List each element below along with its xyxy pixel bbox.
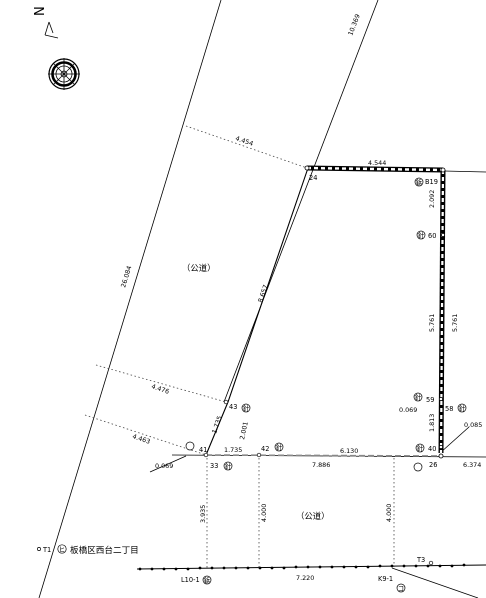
dim-7886: 7.886	[312, 461, 330, 469]
right-edge-stub	[439, 426, 470, 454]
point-33-icon: 針	[225, 461, 232, 470]
dim-10369: 10.369	[346, 13, 361, 37]
upper-road-edge-left	[149, 455, 187, 473]
dim-4000a: 4.000	[260, 504, 268, 522]
point-b19-icon: 鋲	[416, 177, 423, 186]
area-label-code: T1	[42, 546, 51, 554]
dim-4463: 4.463	[131, 432, 151, 446]
point-24-label: 24	[309, 174, 317, 182]
dim-4476: 4.476	[150, 382, 170, 396]
point-24-marker	[304, 165, 310, 171]
point-60-marker	[441, 233, 445, 237]
dim-4454: 4.454	[234, 134, 254, 148]
dim-26084: 26.084	[119, 265, 133, 289]
dim-1735a: 1.735	[210, 415, 224, 435]
point-60-icon: 針	[418, 230, 425, 239]
dim-6374: 6.374	[463, 461, 481, 469]
point-26-label: 26	[429, 461, 437, 469]
point-59-label: 59	[426, 396, 434, 404]
point-59-icon: 針	[415, 392, 422, 401]
dim-8657: 8.657	[256, 284, 270, 304]
point-42-icon: 針	[276, 442, 283, 451]
point-58-icon: 針	[459, 403, 466, 412]
dim-6130: 6.130	[340, 447, 358, 455]
point-43-label: 43	[229, 403, 237, 411]
dim-1735b: 1.735	[224, 446, 242, 454]
road-label-lower: （公道）	[296, 511, 330, 521]
road-label-upper: （公道）	[182, 263, 216, 273]
compass-rose-icon	[48, 58, 80, 90]
point-43-marker	[223, 399, 229, 405]
dim-2001: 2.001	[238, 421, 250, 441]
right-road-boundary	[223, 0, 379, 403]
point-60-label: 60	[428, 232, 436, 240]
point-k9-icon: コ	[398, 584, 404, 592]
point-58-label: 58	[445, 405, 453, 413]
dim-3935: 3.935	[199, 505, 207, 523]
point-59-marker	[439, 397, 443, 401]
north-arrow: N	[33, 6, 59, 39]
point-33-label: 33	[210, 462, 218, 470]
point-t3-marker	[428, 560, 434, 566]
point-l10-label: L10-1	[181, 576, 200, 584]
point-41-label: 41	[199, 446, 207, 454]
dim-5761a: 5.761	[428, 314, 436, 332]
point-40-marker	[439, 445, 443, 449]
area-label-text: 板橋区西台二丁目	[70, 544, 139, 556]
lower-road-boundary	[136, 563, 486, 571]
left-road-boundary	[38, 0, 222, 598]
lower-right-diagonal	[391, 567, 479, 598]
point-40-icon: 針	[417, 443, 424, 452]
dim-0069b: 0.069	[155, 462, 173, 470]
point-42-marker	[256, 452, 262, 458]
point-t3-label: T3	[416, 556, 425, 564]
dim-1813: 1.813	[428, 414, 436, 432]
dim-4544: 4.544	[368, 159, 386, 167]
point-26-marker	[438, 453, 444, 459]
area-label: T1 ヒ 板橋区西台二丁目	[37, 544, 139, 556]
right-edge-stub-b	[443, 170, 486, 173]
dim-2092: 2.092	[428, 190, 436, 208]
dim-5761b: 5.761	[451, 314, 459, 332]
survey-points: 24 鋲 B19 針 60 針 59 針 58 針 40 26 針 43	[181, 165, 467, 593]
dim-7220: 7.220	[296, 574, 314, 582]
north-letter: N	[33, 6, 48, 16]
point-b19-marker	[440, 167, 446, 173]
point-l10-icon: 鋲	[204, 575, 211, 584]
dim-4000b: 4.000	[385, 504, 393, 522]
point-k9-label: K9-1	[378, 575, 393, 583]
area-label-marker: ヒ	[59, 545, 65, 553]
point-43-icon: 針	[243, 403, 250, 412]
dimension-labels: 10.369 4.454 4.544 26.084 8.657 2.092 5.…	[119, 13, 482, 582]
dim-0085: 0.085	[464, 421, 482, 429]
dim-0069a: 0.069	[399, 406, 417, 414]
point-b19-label: B19	[425, 178, 438, 186]
point-41-marker	[203, 452, 209, 458]
measurement-lines	[84, 125, 395, 569]
point-42-label: 42	[261, 445, 269, 453]
point-40-label: 40	[428, 445, 436, 453]
